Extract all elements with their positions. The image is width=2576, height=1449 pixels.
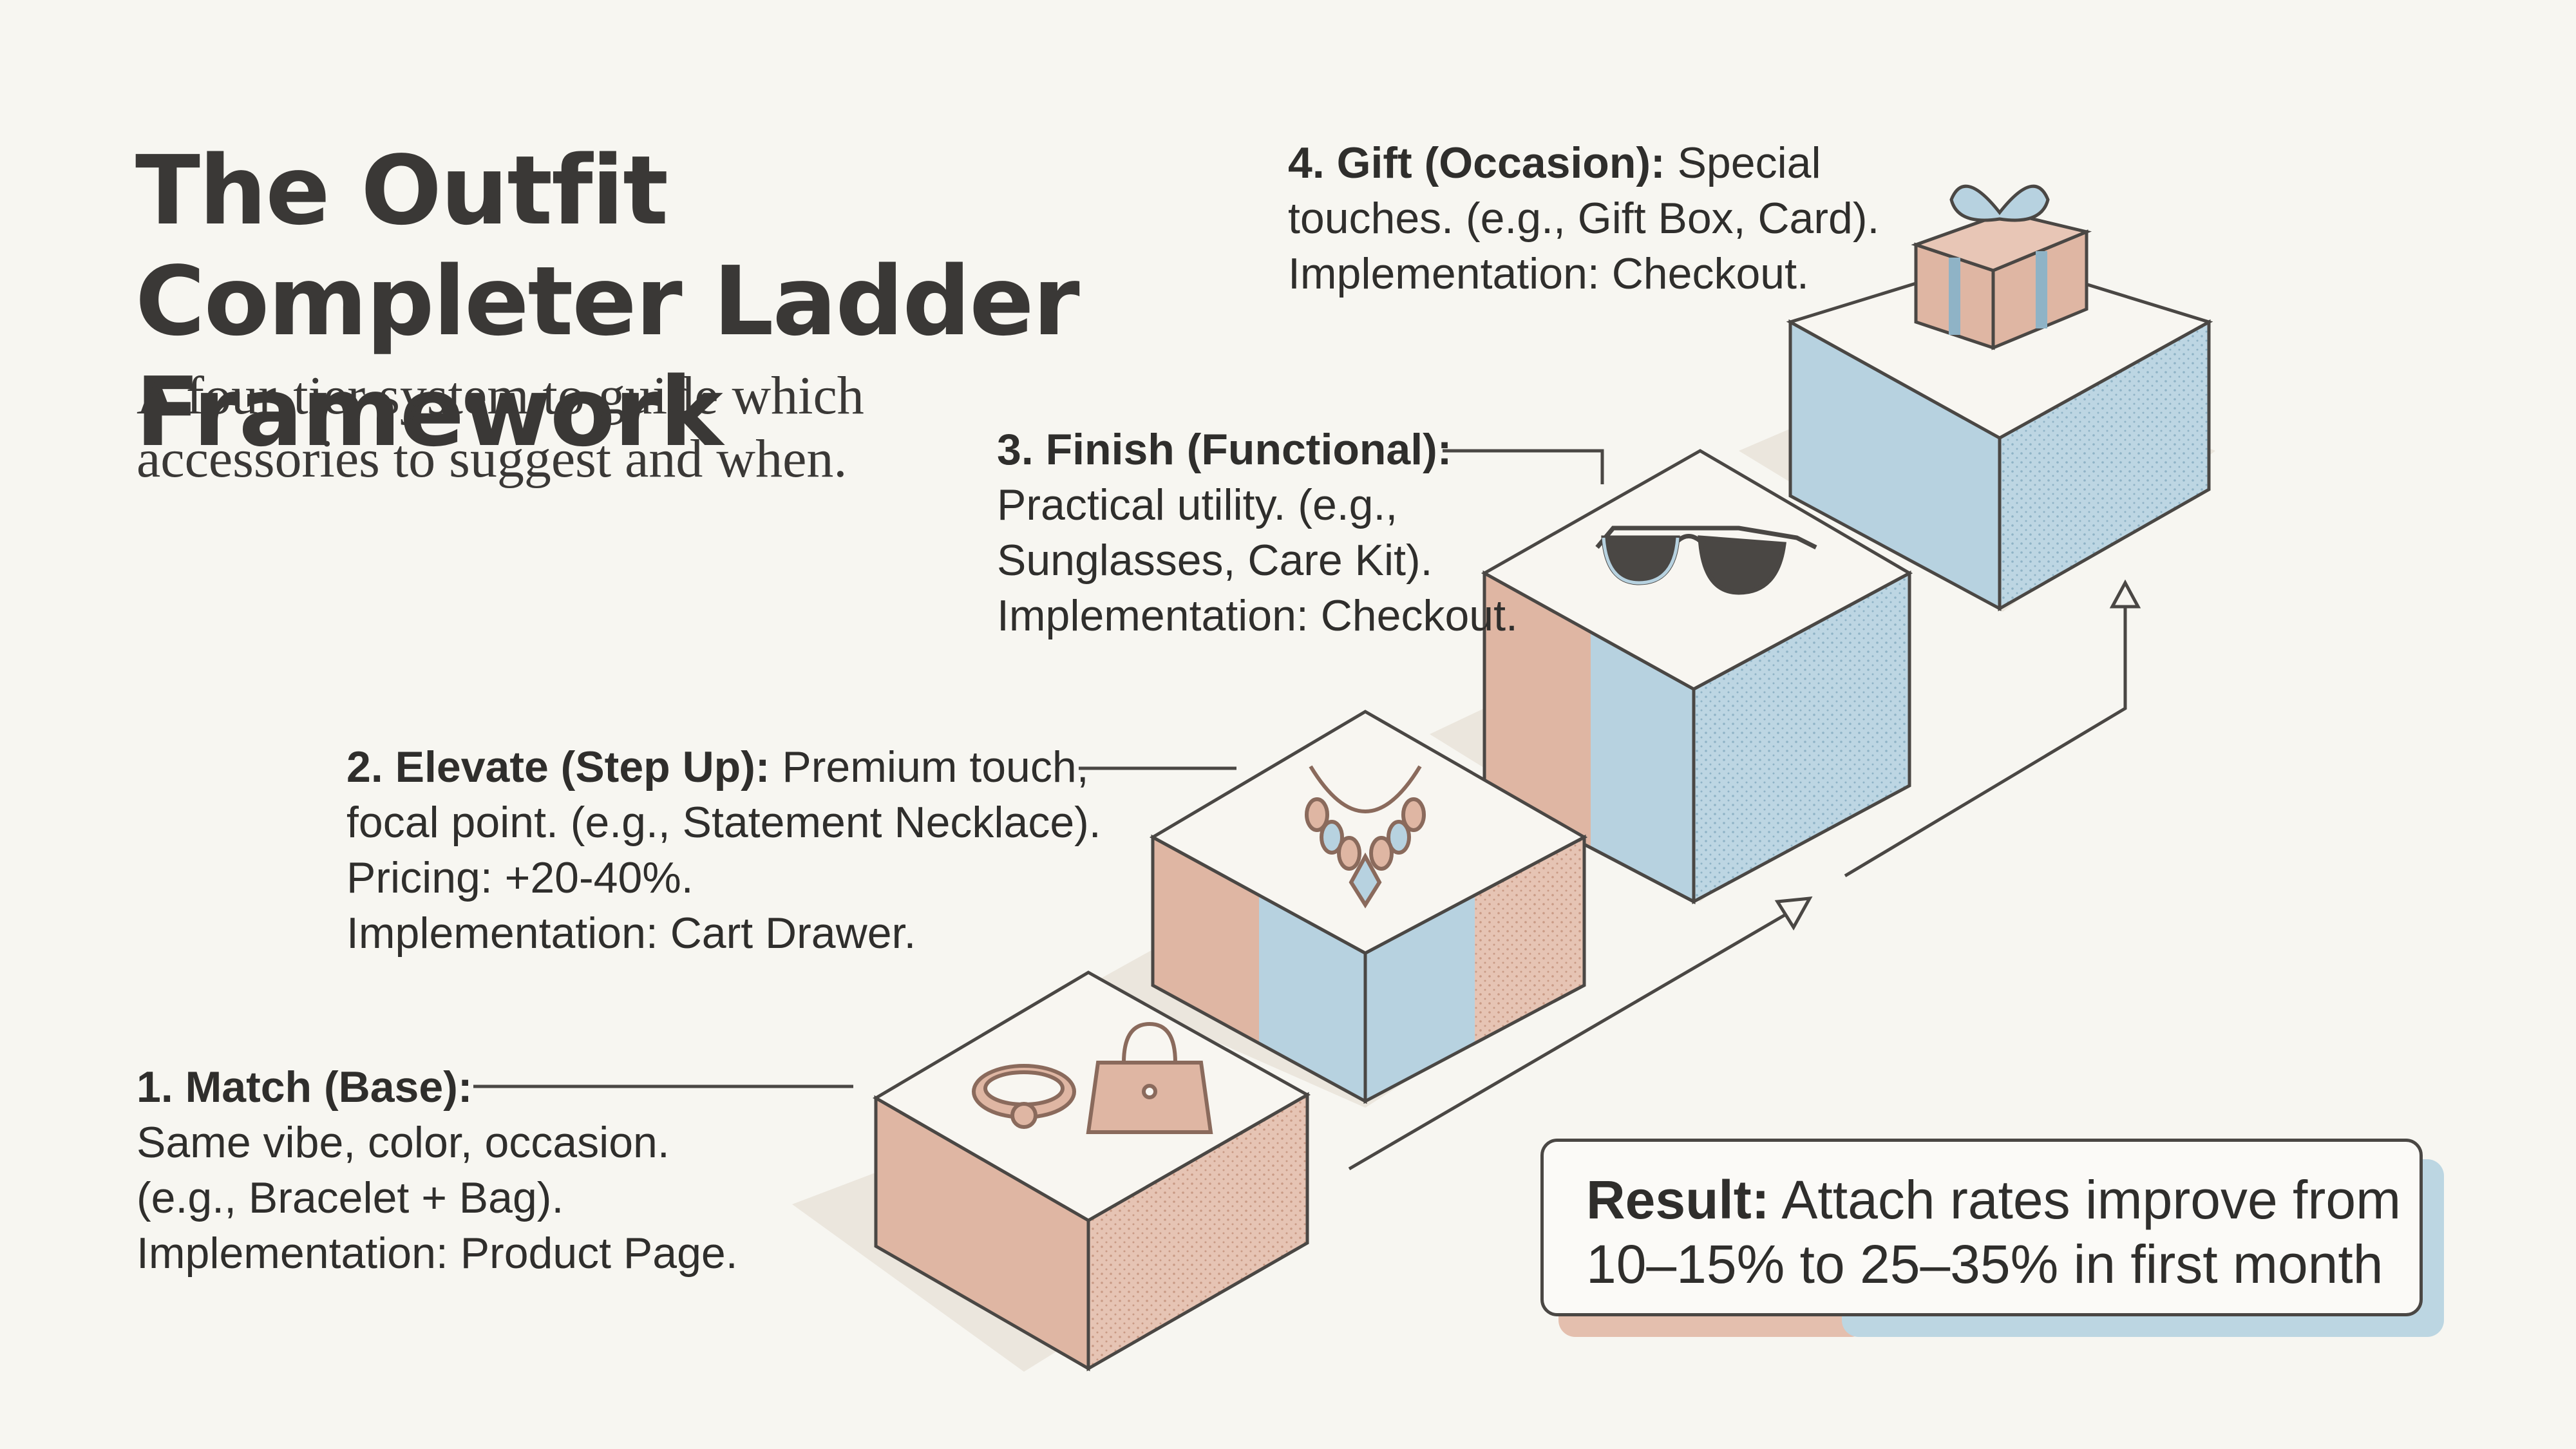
tier-2-label: 2. Elevate (Step Up): Premium touch, foc… [346,743,1101,958]
gift-box-icon [1911,184,2092,350]
result-label: Result: [1586,1170,1770,1230]
bag-icon [1086,1021,1213,1134]
necklace-icon [1305,765,1426,909]
step-box-elevate [1149,710,1588,1104]
page-subtitle: A four-tier system to guide which access… [137,366,864,489]
result-box: Result: Attach rates improve from 10–15%… [1540,1139,2423,1316]
tier-4-label: 4. Gift (Occasion): Special touches. (e.… [1288,138,1880,298]
page-title: The Outfit Completer Ladder Framework [135,135,1080,468]
tier-1-label: 1. Match (Base): Same vibe, color, occas… [137,1063,738,1278]
sunglasses-icon [1595,526,1817,595]
bracelet-icon [972,1064,1076,1129]
result-text: Attach rates improve from [1781,1170,2401,1230]
result-text-line2: 10–15% to 25–35% in first month [1586,1234,2383,1294]
tier3-leader-line [1443,449,1604,484]
progress-arrow [1348,579,2141,1171]
tier-3-label: 3. Finish (Functional): Practical utilit… [997,425,1518,640]
